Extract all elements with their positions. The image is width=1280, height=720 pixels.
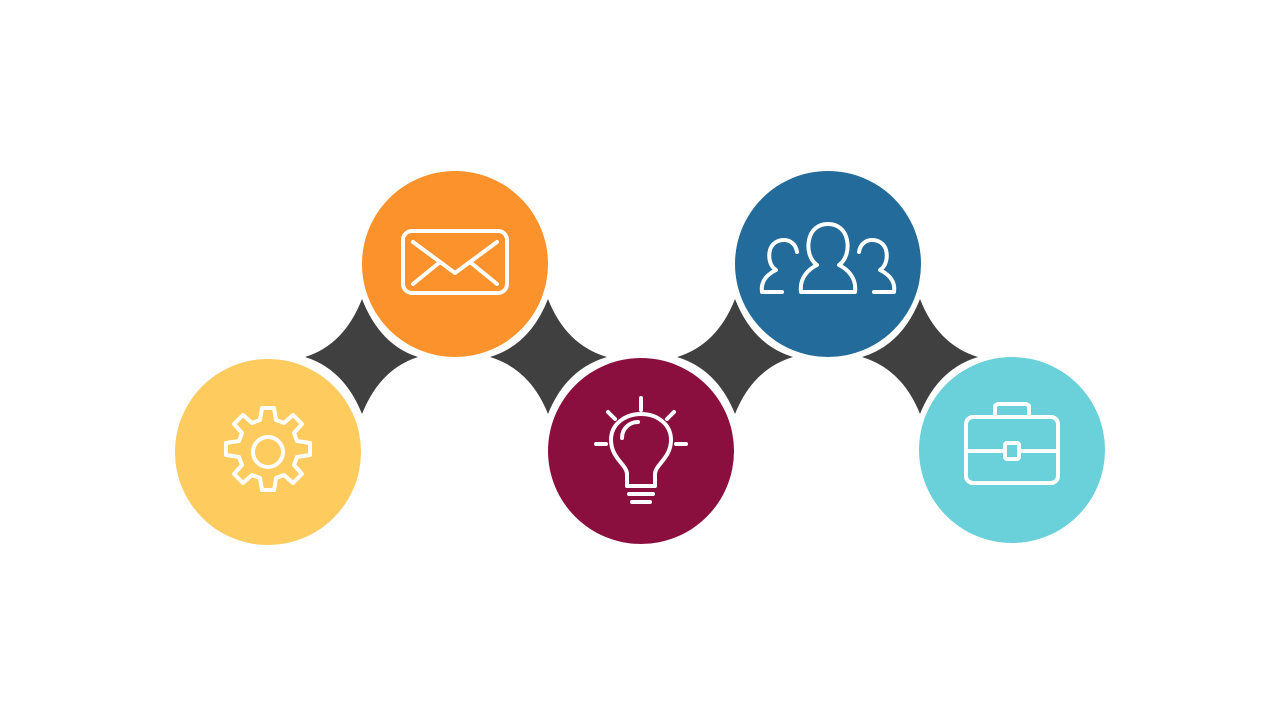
connector-3 — [677, 299, 793, 414]
business-node-circle — [919, 357, 1105, 543]
gear-icon — [224, 406, 312, 492]
business-node — [914, 352, 1110, 548]
team-node-circle — [735, 171, 921, 357]
settings-node — [170, 354, 366, 550]
connector-1 — [305, 299, 418, 414]
connectors — [305, 299, 978, 414]
envelope-icon — [401, 229, 509, 295]
mail-node-circle — [362, 171, 548, 357]
connector-2 — [490, 299, 607, 414]
connector-4 — [862, 299, 978, 414]
idea-node — [543, 353, 739, 549]
lightbulb-icon — [594, 396, 688, 504]
settings-node-circle — [175, 359, 361, 545]
briefcase-icon — [964, 402, 1060, 485]
mail-node — [357, 166, 553, 362]
users-icon — [759, 222, 897, 294]
idea-node-circle — [548, 358, 734, 544]
team-node — [730, 166, 926, 362]
